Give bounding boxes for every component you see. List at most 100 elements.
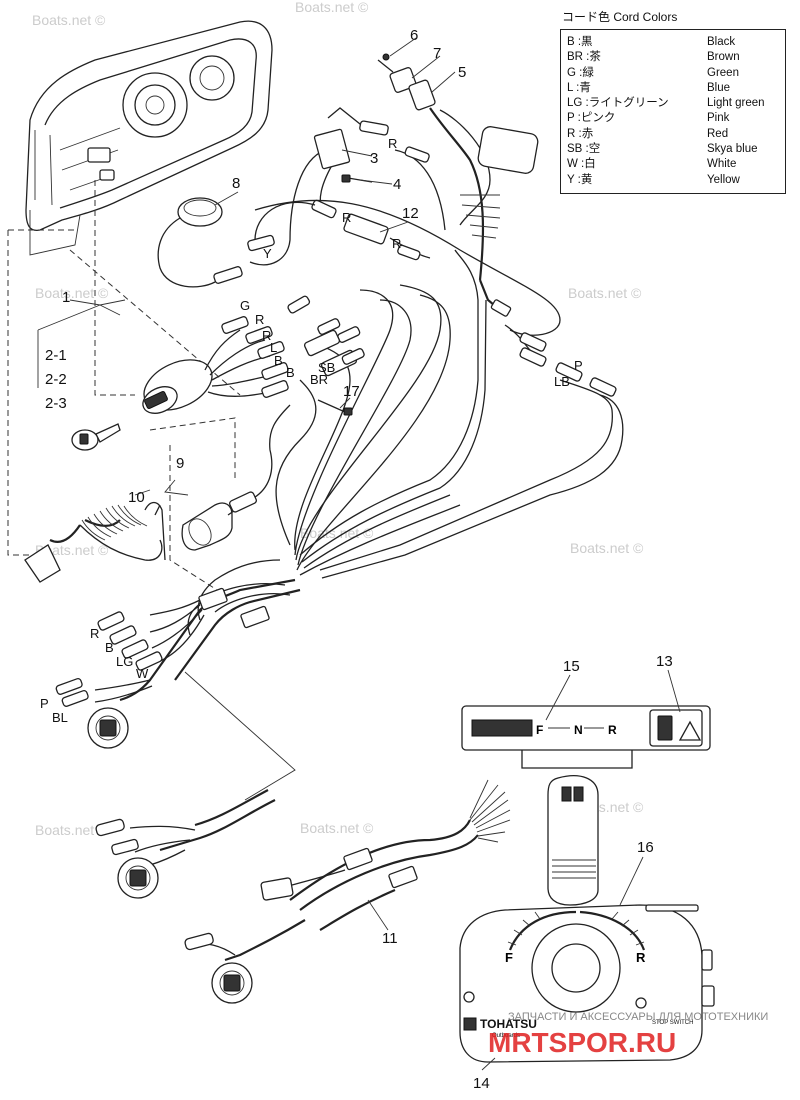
watermark: Boats.net © [35,822,109,838]
cord-code: R :赤 [567,127,594,140]
callout-2-1: 2-1 [45,347,67,364]
cord-name: Blue [707,81,731,94]
cord-name: Red [707,127,729,140]
wire-label: B [286,365,295,380]
watermark: Boats.net © [568,285,642,301]
footer-watermark-line1: ЗАПЧАСТИ И АКСЕССУАРЫ ДЛЯ МОТОТЕХНИКИ [508,1011,768,1023]
control-r-mark: R [636,950,646,965]
cord-name: Skya blue [707,143,758,156]
wire-label: P [40,696,49,711]
callout-2-3: 2-3 [45,395,67,412]
wire-label: L [270,340,277,355]
cord-code: G :緑 [567,66,594,79]
harness-connectors-upper [55,578,301,749]
main-harness [187,249,487,636]
watermark: Boats.net © [35,542,109,558]
instrument-panel [25,20,273,256]
footer-watermark: ЗАПЧАСТИ И АКСЕССУАРЫ ДЛЯ МОТОТЕХНИКИ MR… [488,1011,768,1058]
main-switch [37,299,289,451]
watermark: Boats.net © [35,285,109,301]
wire-label: BL [52,710,68,725]
callout-15: 15 [563,658,580,675]
wire-label: LB [554,374,570,389]
cord-code: B :黒 [567,36,593,48]
cord-row: R :赤 Red [567,127,779,142]
cord-colors-legend: コード色 Cord Colors B :黒 Black BR :茶 Brown G … [560,8,786,194]
callout-2-2: 2-2 [45,371,67,388]
harness-connectors-lower [95,789,276,899]
wire-color-labels: R R R Y G R R L B B BR SB P LB R B LG W … [40,136,583,725]
wire-label: B [274,353,283,368]
callout-numbers: 1 2-1 2-2 2-3 3 4 5 6 7 8 9 10 11 12 13 … [45,27,681,1092]
wire-label: P [574,358,583,373]
callout-14: 14 [473,1075,490,1092]
callout-13: 13 [656,653,673,670]
cord-row: BR :茶 Brown [567,50,779,65]
callout-11: 11 [382,930,398,947]
callout-10: 10 [128,489,145,506]
cord-row: B :黒 Black [567,35,779,50]
footer-watermark-line2: MRTSPOR.RU [488,1027,676,1058]
wire-label: SB [318,360,335,375]
cord-name: Light green [707,97,765,110]
callout-9: 9 [176,455,184,472]
callout-16: 16 [637,839,654,856]
upper-harness [157,53,624,579]
wire-label: G [240,298,250,313]
callout-5: 5 [458,64,466,81]
wire-label: Y [263,246,272,261]
gauge-n-label: N [574,723,583,737]
cord-code: LG :ライトグリーン [567,97,669,110]
neutral-indicator-panel: F N R [461,705,711,769]
callout-7: 7 [433,45,441,62]
cord-code: W :白 [567,158,596,171]
cord-code: BR :茶 [567,51,601,64]
extension-harness [184,779,511,1004]
callout-3: 3 [370,150,378,167]
gauge-f-label: F [536,723,543,737]
wire-label: R [342,210,351,225]
cord-row: P :ピンク Pink [567,111,779,126]
wire-label: LG [116,654,133,669]
callout-17: 17 [343,383,360,400]
cord-row: G :緑 Green [567,66,779,81]
watermark: Boats.net © [570,540,644,556]
stop-switch-text: STOP SWITCH [652,1020,693,1026]
callout-12: 12 [402,205,419,222]
callout-6: 6 [410,27,418,44]
wire-label: B [105,640,114,655]
wire-label: R [392,236,401,251]
cord-code: P :ピンク [567,112,616,125]
wire-label: R [90,626,99,641]
cord-name: Green [707,66,739,79]
wire-label: BR [310,372,328,387]
callout-4: 4 [393,176,401,193]
wire-label: W [136,666,149,681]
cord-name: Pink [707,112,730,125]
callout-1: 1 [62,289,70,306]
callout-8: 8 [232,175,240,192]
remote-control-box: F R STOP SWITCH TOHATSU Outboards [459,775,715,1063]
tohatsu-logo: TOHATSU [480,1017,537,1031]
cord-name: Brown [707,51,740,64]
wire-label: R [262,328,271,343]
wire-label: R [388,136,397,151]
cord-name: Black [707,36,736,48]
cord-code: Y :黄 [567,173,593,186]
watermark: Boats.net © [295,0,369,15]
watermark: Boats.net © [32,12,106,28]
cord-name: White [707,158,737,171]
mounting-lines [7,180,296,801]
watermark: Boats.net © [300,820,374,836]
cord-row: SB :空 Skya blue [567,142,779,157]
control-f-mark: F [505,950,513,965]
cord-code: SB :空 [567,143,601,156]
cord-colors-title: コード色 Cord Colors [562,10,678,24]
cord-row: W :白 White [567,157,779,172]
cord-row: LG :ライトグリーン Light green [567,96,779,111]
wire-label: R [255,312,264,327]
